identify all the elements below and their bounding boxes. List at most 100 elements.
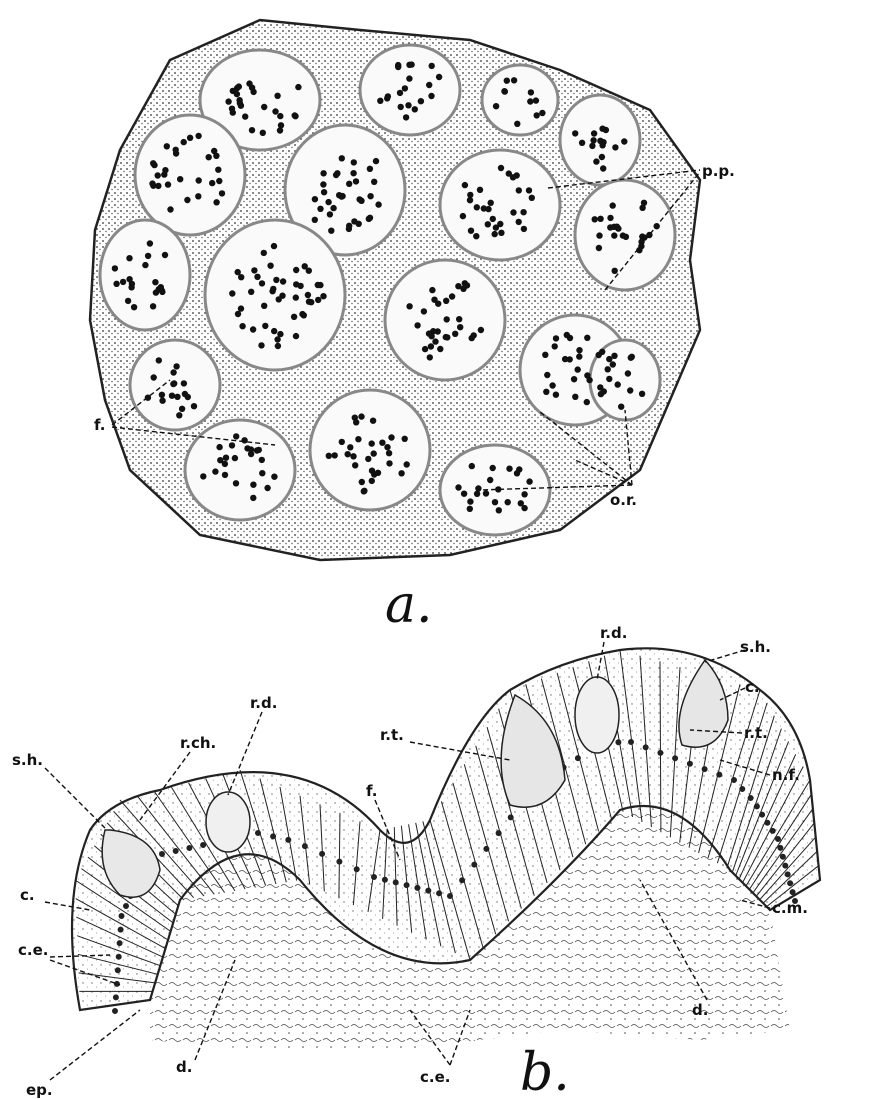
sensory-pore — [384, 444, 390, 450]
sensory-pore — [291, 314, 297, 320]
cell-nucleus — [404, 883, 409, 888]
sensory-pore — [435, 301, 441, 307]
sensory-pore — [237, 100, 243, 106]
sensory-pore — [375, 201, 381, 207]
sensory-pore — [529, 195, 535, 201]
sensory-pore — [229, 442, 235, 448]
sensory-pore — [293, 333, 299, 339]
sensory-pore — [388, 434, 394, 440]
sensory-pore — [492, 499, 498, 505]
sensory-pore — [443, 334, 449, 340]
sensory-pore — [149, 180, 155, 186]
sensory-pore — [351, 159, 357, 165]
sensory-pore — [406, 303, 412, 309]
sensory-pore — [297, 283, 303, 289]
sensory-pore — [332, 452, 338, 458]
sensory-pore — [352, 462, 358, 468]
sensory-pore — [120, 279, 126, 285]
sensory-pore — [567, 335, 573, 341]
sense-organ-rd-right — [575, 677, 619, 753]
sensory-pore — [169, 393, 175, 399]
sensory-pore — [267, 263, 273, 269]
cell-nucleus — [673, 756, 678, 761]
sensory-pore — [339, 439, 345, 445]
sensory-pore — [490, 216, 496, 222]
sensory-pore — [599, 154, 605, 160]
label-rd-left: r.d. — [250, 694, 277, 712]
sensory-pore — [369, 440, 375, 446]
sensory-pore — [371, 179, 377, 185]
sensory-pore — [597, 216, 603, 222]
sensory-pore — [170, 369, 176, 375]
sensory-pore — [586, 377, 592, 383]
sensory-pore — [539, 110, 545, 116]
sensory-pore — [261, 104, 267, 110]
cell-nucleus — [118, 927, 123, 932]
sensory-pore — [159, 392, 165, 398]
sensory-pore — [359, 479, 365, 485]
sensory-pore — [481, 205, 487, 211]
cell-nucleus — [119, 914, 124, 919]
label-f-b: f. — [366, 782, 377, 800]
sensory-pore — [315, 297, 321, 303]
sensory-pore — [488, 200, 494, 206]
label-sh-left: s.h. — [12, 751, 43, 769]
sensory-pore — [610, 361, 616, 367]
panel-a-surface-view — [90, 20, 700, 560]
cell-nucleus — [426, 888, 431, 893]
sensory-pore — [429, 63, 435, 69]
sensory-pore — [233, 480, 239, 486]
cell-nucleus — [785, 872, 790, 877]
sensory-pore — [293, 294, 299, 300]
sensory-pore — [528, 89, 534, 95]
cell-nucleus — [702, 767, 707, 772]
sensory-pore — [361, 488, 367, 494]
sensory-pore — [543, 389, 549, 395]
sensory-pore — [428, 93, 434, 99]
sensory-pore — [584, 335, 590, 341]
sensory-pore — [162, 252, 168, 258]
cell-nucleus — [187, 846, 192, 851]
sensory-pore — [272, 108, 278, 114]
label-c-right: c. — [745, 678, 760, 696]
sensory-pore — [182, 391, 188, 397]
sensory-pore — [238, 305, 244, 311]
sensory-pore — [590, 137, 596, 143]
sensory-pore — [516, 187, 522, 193]
sensory-pore — [150, 160, 156, 166]
sensory-pore — [571, 376, 577, 382]
sensory-pore — [177, 176, 183, 182]
label-cm: c.m. — [772, 899, 808, 917]
sensory-pore — [623, 234, 629, 240]
sensory-pore — [567, 356, 573, 362]
sensory-pore — [625, 370, 631, 376]
sensory-pore — [534, 112, 540, 118]
sensory-pore — [352, 415, 358, 421]
sensory-pore — [345, 451, 351, 457]
sensory-pore — [321, 189, 327, 195]
sensory-pore — [187, 135, 193, 141]
sensory-pore — [216, 444, 222, 450]
sensory-pore — [593, 158, 599, 164]
sensory-pore — [421, 308, 427, 314]
sensory-pore — [497, 221, 503, 227]
cell-nucleus — [658, 750, 663, 755]
sensory-pore — [589, 143, 595, 149]
sensory-pore — [493, 103, 499, 109]
sensory-pore — [317, 282, 323, 288]
cell-nucleus — [484, 846, 489, 851]
sensory-pore — [366, 216, 372, 222]
sensory-pore — [254, 274, 260, 280]
sensory-pore — [336, 192, 342, 198]
sensory-pore — [179, 406, 185, 412]
sensory-pore — [367, 193, 373, 199]
cell-nucleus — [393, 880, 398, 885]
sensory-pore — [326, 453, 332, 459]
sensory-pore — [147, 240, 153, 246]
sensory-pore — [215, 167, 221, 173]
sensory-pore — [236, 83, 242, 89]
cell-nucleus — [740, 787, 745, 792]
label-rt-right: r.t. — [744, 724, 768, 742]
sensory-pore — [402, 85, 408, 91]
sensory-pore — [219, 190, 225, 196]
